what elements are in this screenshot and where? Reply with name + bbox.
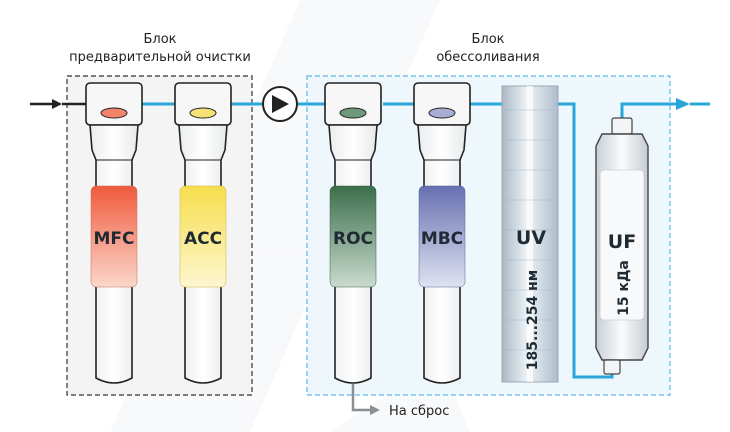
- media-window-acc: [179, 185, 227, 288]
- filter-label-uf: UF: [608, 231, 636, 253]
- desalination-block-title: Блок: [471, 32, 504, 47]
- filter-label-mfc: MFC: [93, 229, 134, 249]
- drain-label: На сброс: [389, 404, 449, 419]
- uv-wavelength-label: 185...254 нм: [525, 270, 541, 370]
- uf-cutoff-label: 15 кДа: [616, 260, 632, 316]
- cap-indicator-roc: [339, 107, 367, 119]
- filter-cartridge-mbc: MBC: [413, 82, 471, 384]
- filter-label-uv: UV: [516, 227, 546, 249]
- filter-label-acc: ACC: [184, 229, 222, 249]
- media-window-mbc: [418, 185, 466, 288]
- drain-arrow-icon: [351, 384, 380, 415]
- cap-indicator-acc: [189, 107, 217, 119]
- pretreatment-block-subtitle: предварительной очистки: [69, 50, 251, 65]
- filter-cartridge-acc: ACC: [174, 82, 232, 384]
- uf-module: UF 15 кДа: [595, 117, 649, 375]
- inlet-arrow-icon: [30, 99, 88, 109]
- filter-cartridge-mfc: MFC: [85, 82, 143, 384]
- media-window-roc: [329, 185, 377, 288]
- pretreatment-block-title: Блок: [143, 32, 176, 47]
- cap-indicator-mfc: [100, 107, 128, 119]
- filter-label-roc: ROC: [333, 229, 373, 249]
- desalination-block-subtitle: обессоливания: [436, 50, 539, 65]
- filter-label-mbc: MBC: [421, 229, 463, 249]
- outlet-arrow-icon: [676, 98, 710, 110]
- filter-cartridge-roc: ROC: [324, 82, 382, 384]
- pump-icon: [262, 86, 298, 122]
- media-window-mfc: [90, 185, 138, 288]
- uv-lamp: UV 185...254 нм: [501, 85, 559, 383]
- cap-indicator-mbc: [428, 107, 456, 119]
